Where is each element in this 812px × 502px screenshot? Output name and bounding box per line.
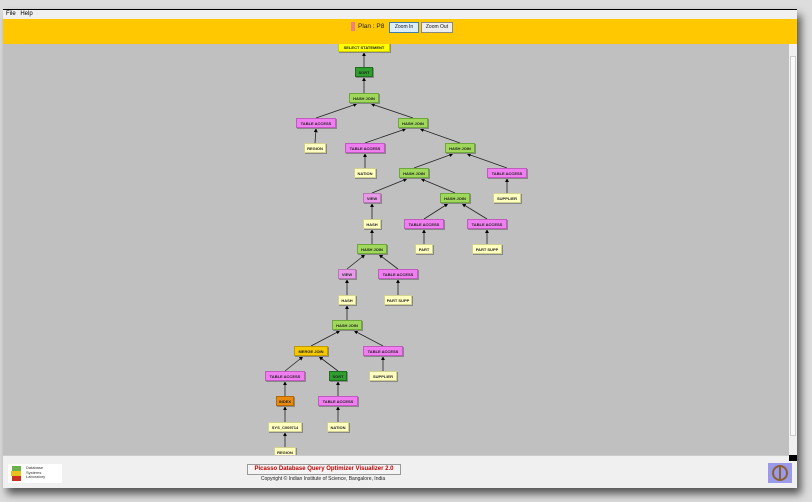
plan-edge	[313, 128, 318, 144]
plan-node-access[interactable]: TABLE ACCESS	[487, 168, 527, 178]
plan-node-select[interactable]: SELECT STATEMENT	[338, 44, 390, 52]
plan-color-swatch	[351, 22, 355, 31]
plan-edge	[318, 356, 339, 372]
plan-node-rel[interactable]: PART	[415, 244, 433, 254]
plan-node-rel[interactable]: SYS_C009714	[268, 422, 302, 432]
plan-node-index[interactable]: INDEX	[276, 396, 294, 406]
plan-edge	[423, 203, 449, 220]
plan-node-rel[interactable]: PART SUPP	[384, 295, 412, 305]
plan-edge	[346, 254, 366, 270]
plan-node-access[interactable]: TABLE ACCESS	[404, 219, 444, 229]
plan-edge	[371, 178, 408, 194]
vertical-scrollbar[interactable]	[789, 44, 797, 455]
zoom-out-button[interactable]: Zoom Out	[421, 22, 453, 33]
plan-edge	[284, 356, 304, 372]
plan-node-merge[interactable]: MERGE JOIN	[294, 346, 328, 356]
toolbar: Plan : P8 Zoom In Zoom Out	[3, 19, 797, 45]
plan-edge	[315, 103, 358, 119]
plan-edge	[353, 330, 384, 347]
plan-node-access[interactable]: TABLE ACCESS	[378, 269, 418, 279]
iisc-logo	[768, 463, 792, 483]
plan-edge	[413, 153, 454, 169]
menu-file[interactable]: File	[6, 11, 16, 17]
plan-node-rel[interactable]: REGION	[304, 143, 326, 153]
visualizer-title-button[interactable]: Picasso Database Query Optimizer Visuali…	[247, 464, 401, 475]
dsl-logo-icon	[11, 466, 21, 481]
plan-node-rel[interactable]: REGION	[274, 447, 296, 455]
plan-edge	[370, 103, 414, 119]
plan-node-join[interactable]: HASH JOIN	[349, 93, 379, 103]
plan-node-sort[interactable]: SORT	[355, 67, 373, 77]
plan-node-rel[interactable]: NATION	[354, 168, 376, 178]
plan-node-view[interactable]: VIEW	[363, 193, 381, 203]
plan-node-access[interactable]: TABLE ACCESS	[345, 143, 385, 153]
plan-edge	[310, 330, 341, 347]
menu-bar: File Help	[3, 10, 797, 19]
plan-node-access[interactable]: TABLE ACCESS	[296, 118, 336, 128]
plan-node-rel[interactable]: SUPPLIER	[369, 371, 397, 381]
iisc-emblem-icon	[772, 465, 788, 481]
vertical-scroll-thumb[interactable]	[790, 56, 796, 436]
plan-node-join[interactable]: HASH JOIN	[398, 118, 428, 128]
dsl-logo: Database Systems Laboratory	[8, 464, 62, 483]
dsl-logo-text: Database Systems Laboratory	[26, 465, 46, 479]
plan-node-rel[interactable]: HASH	[363, 219, 381, 229]
zoom-in-button[interactable]: Zoom In	[389, 22, 419, 33]
plan-node-access[interactable]: TABLE ACCESS	[467, 219, 507, 229]
plan-node-access[interactable]: TABLE ACCESS	[265, 371, 305, 381]
plan-node-rel[interactable]: HASH	[338, 295, 356, 305]
plan-node-rel[interactable]: NATION	[327, 422, 349, 432]
plan-node-rel[interactable]: SUPPLIER	[493, 193, 521, 203]
plan-node-join[interactable]: HASH JOIN	[445, 143, 475, 153]
plan-edge	[419, 128, 461, 144]
menu-help[interactable]: Help	[20, 11, 33, 17]
plan-node-access[interactable]: TABLE ACCESS	[363, 346, 403, 356]
plan-node-join[interactable]: HASH JOIN	[440, 193, 470, 203]
plan-tree-edges	[283, 52, 509, 447]
plan-edge	[461, 203, 488, 220]
plan-label: Plan : P8	[358, 23, 385, 30]
footer: Database Systems Laboratory Picasso Data…	[3, 461, 797, 488]
plan-node-join[interactable]: HASH JOIN	[332, 320, 362, 330]
plan-edge	[378, 254, 399, 270]
plan-node-join[interactable]: HASH JOIN	[357, 244, 387, 254]
plan-tree-canvas: SELECT STATEMENT SORT HASH JOIN TABLE ACCES…	[3, 44, 789, 455]
horizontal-scrollbar[interactable]	[3, 455, 789, 462]
plan-node-rel[interactable]: PART SUPP	[472, 244, 502, 254]
copyright-text: Copyright © Indian Institute of Science,…	[260, 476, 386, 482]
plan-node-join[interactable]: HASH JOIN	[399, 168, 429, 178]
plan-edge	[364, 128, 407, 144]
plan-node-view[interactable]: VIEW	[338, 269, 356, 279]
plan-edge	[420, 178, 456, 194]
plan-edge	[466, 153, 508, 169]
plan-node-access[interactable]: TABLE ACCESS	[318, 396, 358, 406]
plan-node-sort[interactable]: SORT	[329, 371, 347, 381]
